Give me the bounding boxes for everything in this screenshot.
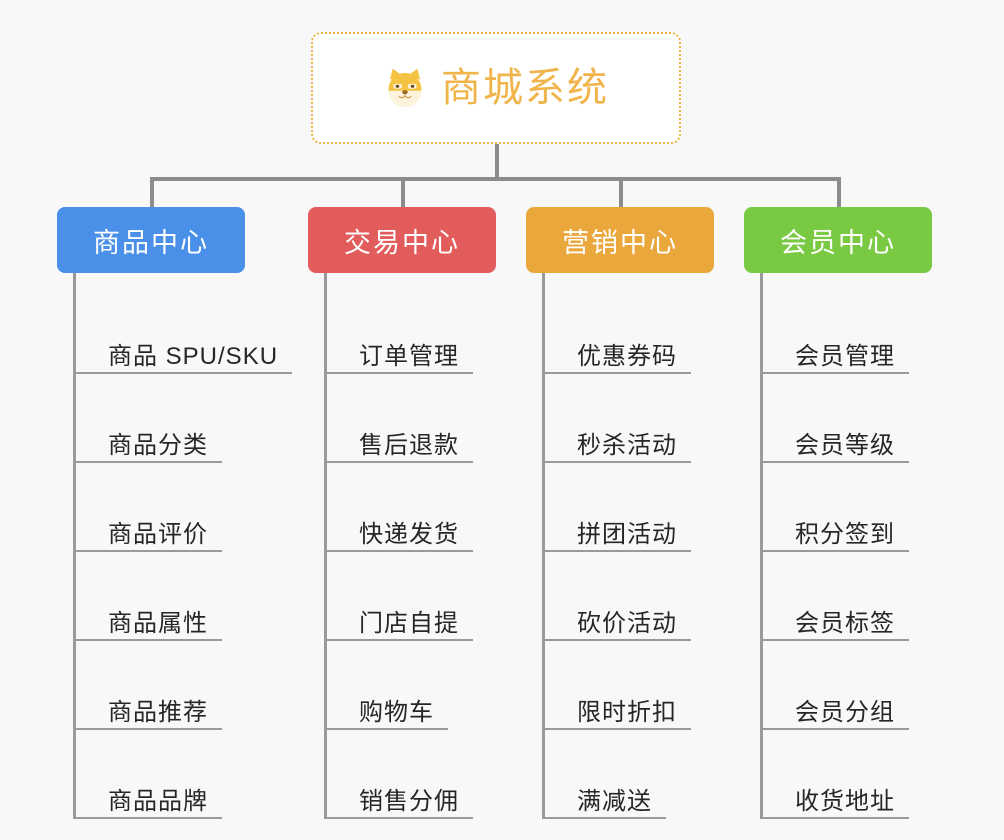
leaf-list-2: 优惠券码 秒杀活动 拼团活动 砍价活动 限时折扣 满减送 xyxy=(542,273,726,819)
list-item[interactable]: 订单管理 xyxy=(327,285,508,374)
leaf-underline xyxy=(76,728,222,730)
leaf-label: 商品评价 xyxy=(108,520,208,548)
list-item[interactable]: 购物车 xyxy=(327,641,508,730)
leaf-label: 砍价活动 xyxy=(577,609,677,637)
list-item[interactable]: 砍价活动 xyxy=(545,552,726,641)
leaf-underline xyxy=(545,372,691,374)
root-node-shopping-mall-system[interactable]: 商城系统 xyxy=(311,32,681,144)
list-item[interactable]: 优惠券码 xyxy=(545,285,726,374)
list-item[interactable]: 快递发货 xyxy=(327,463,508,552)
category-label-2: 营销中心 xyxy=(562,227,678,258)
list-item[interactable]: 会员管理 xyxy=(763,285,944,374)
category-node-0[interactable]: 商品中心 xyxy=(57,207,245,273)
leaf-label: 快递发货 xyxy=(359,520,459,548)
leaf-underline xyxy=(327,461,473,463)
leaf-label: 收货地址 xyxy=(795,787,895,815)
leaf-underline xyxy=(763,817,909,819)
leaf-label: 购物车 xyxy=(359,698,434,726)
list-item[interactable]: 销售分佣 xyxy=(327,730,508,819)
leaf-underline xyxy=(763,728,909,730)
category-label-0: 商品中心 xyxy=(93,227,209,258)
leaf-list-1: 订单管理 售后退款 快递发货 门店自提 购物车 销售分佣 xyxy=(324,273,508,819)
leaf-underline xyxy=(763,639,909,641)
list-item[interactable]: 会员等级 xyxy=(763,374,944,463)
connector-root-stem xyxy=(495,144,499,180)
leaf-label: 会员标签 xyxy=(795,609,895,637)
leaf-underline xyxy=(763,550,909,552)
list-item[interactable]: 门店自提 xyxy=(327,552,508,641)
leaf-underline xyxy=(327,817,473,819)
list-item[interactable]: 商品 SPU/SKU xyxy=(76,285,297,374)
list-item[interactable]: 限时折扣 xyxy=(545,641,726,730)
leaf-underline xyxy=(545,461,691,463)
list-item[interactable]: 会员标签 xyxy=(763,552,944,641)
leaf-list-0: 商品 SPU/SKU 商品分类 商品评价 商品属性 商品推荐 商品品牌 xyxy=(73,273,297,819)
leaf-underline xyxy=(545,728,691,730)
list-item[interactable]: 商品分类 xyxy=(76,374,297,463)
category-node-3[interactable]: 会员中心 xyxy=(744,207,932,273)
category-node-1[interactable]: 交易中心 xyxy=(308,207,496,273)
leaf-underline xyxy=(763,461,909,463)
leaf-underline xyxy=(327,728,448,730)
leaf-underline xyxy=(327,639,473,641)
leaf-label: 优惠券码 xyxy=(577,342,677,370)
leaf-label: 积分签到 xyxy=(795,520,895,548)
list-item[interactable]: 会员分组 xyxy=(763,641,944,730)
list-item[interactable]: 商品推荐 xyxy=(76,641,297,730)
shiba-dog-face-icon xyxy=(383,66,427,110)
connector-drop-to-column-3 xyxy=(837,177,841,209)
list-item[interactable]: 商品品牌 xyxy=(76,730,297,819)
list-item[interactable]: 满减送 xyxy=(545,730,726,819)
connector-drop-to-column-1 xyxy=(401,177,405,209)
connector-horizontal-bus xyxy=(150,177,840,181)
list-item[interactable]: 拼团活动 xyxy=(545,463,726,552)
leaf-label: 销售分佣 xyxy=(359,787,459,815)
leaf-label: 会员等级 xyxy=(795,431,895,459)
leaf-underline xyxy=(76,550,222,552)
root-title: 商城系统 xyxy=(441,66,609,110)
leaf-label: 门店自提 xyxy=(359,609,459,637)
list-item[interactable]: 收货地址 xyxy=(763,730,944,819)
leaf-label: 商品分类 xyxy=(108,431,208,459)
list-item[interactable]: 商品属性 xyxy=(76,552,297,641)
leaf-underline xyxy=(545,550,691,552)
leaf-underline xyxy=(76,461,222,463)
branch-column-1: 交易中心 订单管理 售后退款 快递发货 门店自提 购物车 xyxy=(308,207,508,819)
leaf-underline xyxy=(76,639,222,641)
list-item[interactable]: 秒杀活动 xyxy=(545,374,726,463)
leaf-underline xyxy=(76,817,222,819)
leaf-label: 商品 SPU/SKU xyxy=(108,342,279,370)
leaf-label: 订单管理 xyxy=(359,342,459,370)
leaf-label: 售后退款 xyxy=(359,431,459,459)
connector-drop-to-column-0 xyxy=(150,177,154,209)
category-node-2[interactable]: 营销中心 xyxy=(526,207,714,273)
leaf-label: 秒杀活动 xyxy=(577,431,677,459)
leaf-label: 商品推荐 xyxy=(108,698,208,726)
list-item[interactable]: 售后退款 xyxy=(327,374,508,463)
branch-column-0: 商品中心 商品 SPU/SKU 商品分类 商品评价 商品属性 商品推荐 xyxy=(57,207,297,819)
category-label-1: 交易中心 xyxy=(344,227,460,258)
leaf-label: 商品品牌 xyxy=(108,787,208,815)
list-item[interactable]: 商品评价 xyxy=(76,463,297,552)
category-label-3: 会员中心 xyxy=(780,227,896,258)
connector-drop-to-column-2 xyxy=(619,177,623,209)
leaf-label: 会员管理 xyxy=(795,342,895,370)
leaf-underline xyxy=(327,372,473,374)
leaf-underline xyxy=(545,639,691,641)
leaf-label: 限时折扣 xyxy=(577,698,677,726)
leaf-underline xyxy=(327,550,473,552)
leaf-list-3: 会员管理 会员等级 积分签到 会员标签 会员分组 收货地址 xyxy=(760,273,944,819)
list-item[interactable]: 积分签到 xyxy=(763,463,944,552)
leaf-underline xyxy=(76,372,292,374)
leaf-label: 满减送 xyxy=(577,787,652,815)
leaf-label: 商品属性 xyxy=(108,609,208,637)
branch-column-2: 营销中心 优惠券码 秒杀活动 拼团活动 砍价活动 限时折扣 xyxy=(526,207,726,819)
leaf-underline xyxy=(763,372,909,374)
leaf-label: 会员分组 xyxy=(795,698,895,726)
leaf-underline xyxy=(545,817,666,819)
branch-column-3: 会员中心 会员管理 会员等级 积分签到 会员标签 会员分组 xyxy=(744,207,944,819)
leaf-label: 拼团活动 xyxy=(577,520,677,548)
